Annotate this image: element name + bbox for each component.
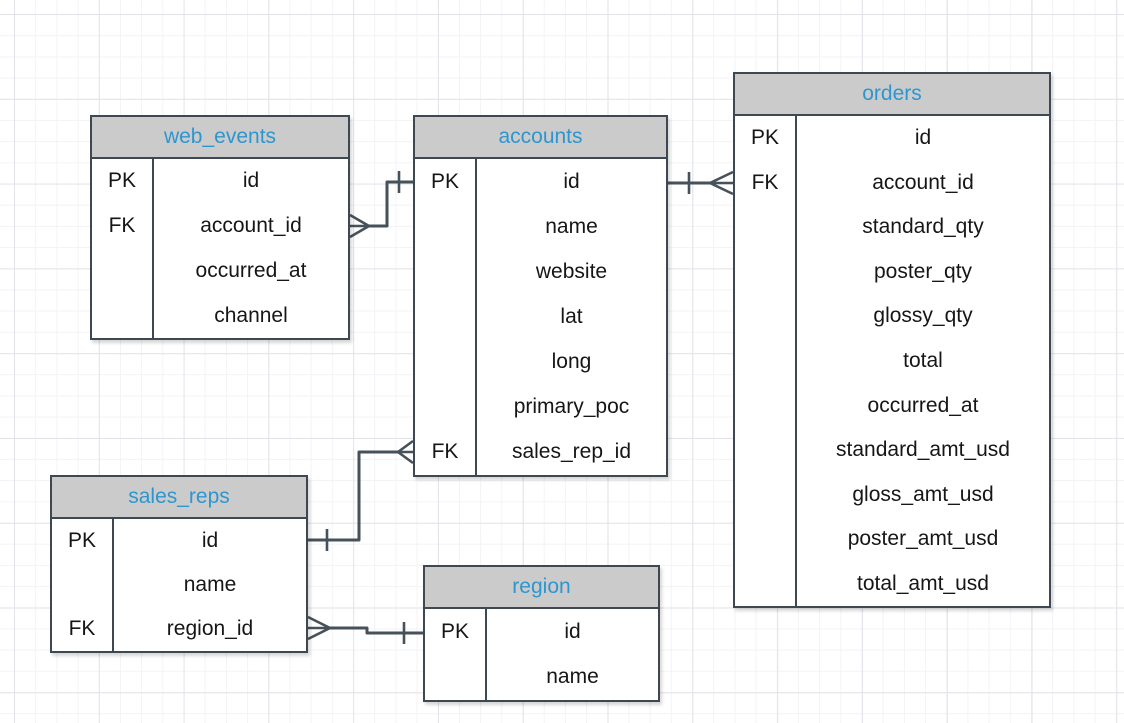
key-badge (735, 205, 795, 250)
entity-title[interactable]: web_events (92, 117, 348, 159)
field-id[interactable]: id (563, 169, 580, 193)
key-badge: PK (430, 169, 459, 193)
field-name[interactable]: name (545, 214, 598, 238)
field-column: id name region_id (114, 519, 306, 651)
key-badge (735, 294, 795, 339)
field-id[interactable]: id (564, 619, 581, 643)
key-badge (415, 249, 475, 294)
field-column: id name website lat long primary_poc sales_rep… (477, 159, 666, 475)
many-crows-foot-icon (709, 170, 734, 196)
key-column: PK FK (415, 159, 477, 475)
key-badge: FK (751, 170, 779, 194)
entity-title[interactable]: sales_reps (52, 477, 306, 519)
field-region_id[interactable]: region_id (166, 617, 254, 640)
field-id[interactable]: id (914, 126, 932, 150)
field-poster_qty[interactable]: poster_qty (873, 259, 973, 283)
key-column: PK (425, 609, 487, 700)
field-standard_amt_usd[interactable]: standard_amt_usd (836, 438, 1010, 462)
key-badge (415, 385, 475, 430)
field-id[interactable]: id (201, 529, 219, 552)
field-sales_rep_id[interactable]: sales_rep_id (511, 440, 632, 464)
field-lat[interactable]: lat (560, 304, 583, 328)
field-total[interactable]: total (903, 349, 943, 372)
field-occurred_at[interactable]: occurred_at (195, 258, 307, 282)
relationship-region-sales_reps[interactable] (307, 615, 423, 644)
key-badge: PK (67, 529, 96, 552)
key-badge (735, 383, 795, 428)
field-occurred_at[interactable]: occurred_at (867, 393, 979, 417)
key-column: PK FK (92, 159, 154, 338)
field-total_amt_usd[interactable]: total_amt_usd (857, 571, 989, 595)
field-account_id[interactable]: account_id (200, 214, 302, 238)
many-crows-foot-icon (397, 439, 414, 465)
field-standard_qty[interactable]: standard_qty (862, 215, 984, 239)
key-badge (735, 428, 795, 473)
key-column: PK FK (735, 116, 797, 606)
key-badge (735, 472, 795, 517)
field-id[interactable]: id (242, 169, 260, 193)
entity-sales_reps[interactable]: sales_reps PK FK id name region_id (50, 475, 308, 653)
field-name[interactable]: name (183, 573, 237, 596)
key-badge (92, 249, 152, 294)
field-gloss_amt_usd[interactable]: gloss_amt_usd (852, 482, 994, 506)
key-badge: PK (750, 126, 779, 150)
key-badge (415, 294, 475, 339)
key-badge (735, 339, 795, 384)
relationship-sales_reps-accounts[interactable] (308, 439, 414, 551)
field-account_id[interactable]: account_id (872, 170, 974, 194)
field-long[interactable]: long (551, 350, 592, 374)
key-badge (92, 293, 152, 338)
field-website[interactable]: website (535, 259, 608, 283)
key-badge: PK (107, 169, 136, 193)
entity-region[interactable]: region PK id name (423, 565, 660, 702)
key-badge: FK (431, 440, 459, 464)
entity-accounts[interactable]: accounts PK FK id name website lat long primar… (413, 115, 668, 477)
field-primary_poc[interactable]: primary_poc (513, 395, 630, 419)
key-badge: PK (440, 619, 469, 643)
relationship-accounts-web_events[interactable] (349, 171, 413, 239)
key-badge (735, 561, 795, 606)
field-column: id name (487, 609, 658, 700)
key-column: PK FK (52, 519, 114, 651)
key-badge (415, 204, 475, 249)
key-badge (415, 340, 475, 385)
relationship-accounts-orders[interactable] (668, 170, 734, 196)
entity-title[interactable]: orders (735, 74, 1049, 116)
field-glossy_qty[interactable]: glossy_qty (873, 304, 973, 328)
key-badge: FK (108, 214, 136, 238)
field-name[interactable]: name (546, 665, 599, 689)
entity-title[interactable]: accounts (415, 117, 666, 159)
key-badge: FK (68, 617, 96, 640)
field-poster_amt_usd[interactable]: poster_amt_usd (847, 527, 999, 551)
entity-title[interactable]: region (425, 567, 658, 609)
many-crows-foot-icon (349, 213, 370, 239)
key-badge (735, 517, 795, 562)
field-channel[interactable]: channel (214, 303, 288, 327)
key-badge (735, 250, 795, 295)
key-badge (52, 563, 112, 607)
key-badge (425, 655, 485, 701)
many-crows-foot-icon (307, 615, 331, 641)
